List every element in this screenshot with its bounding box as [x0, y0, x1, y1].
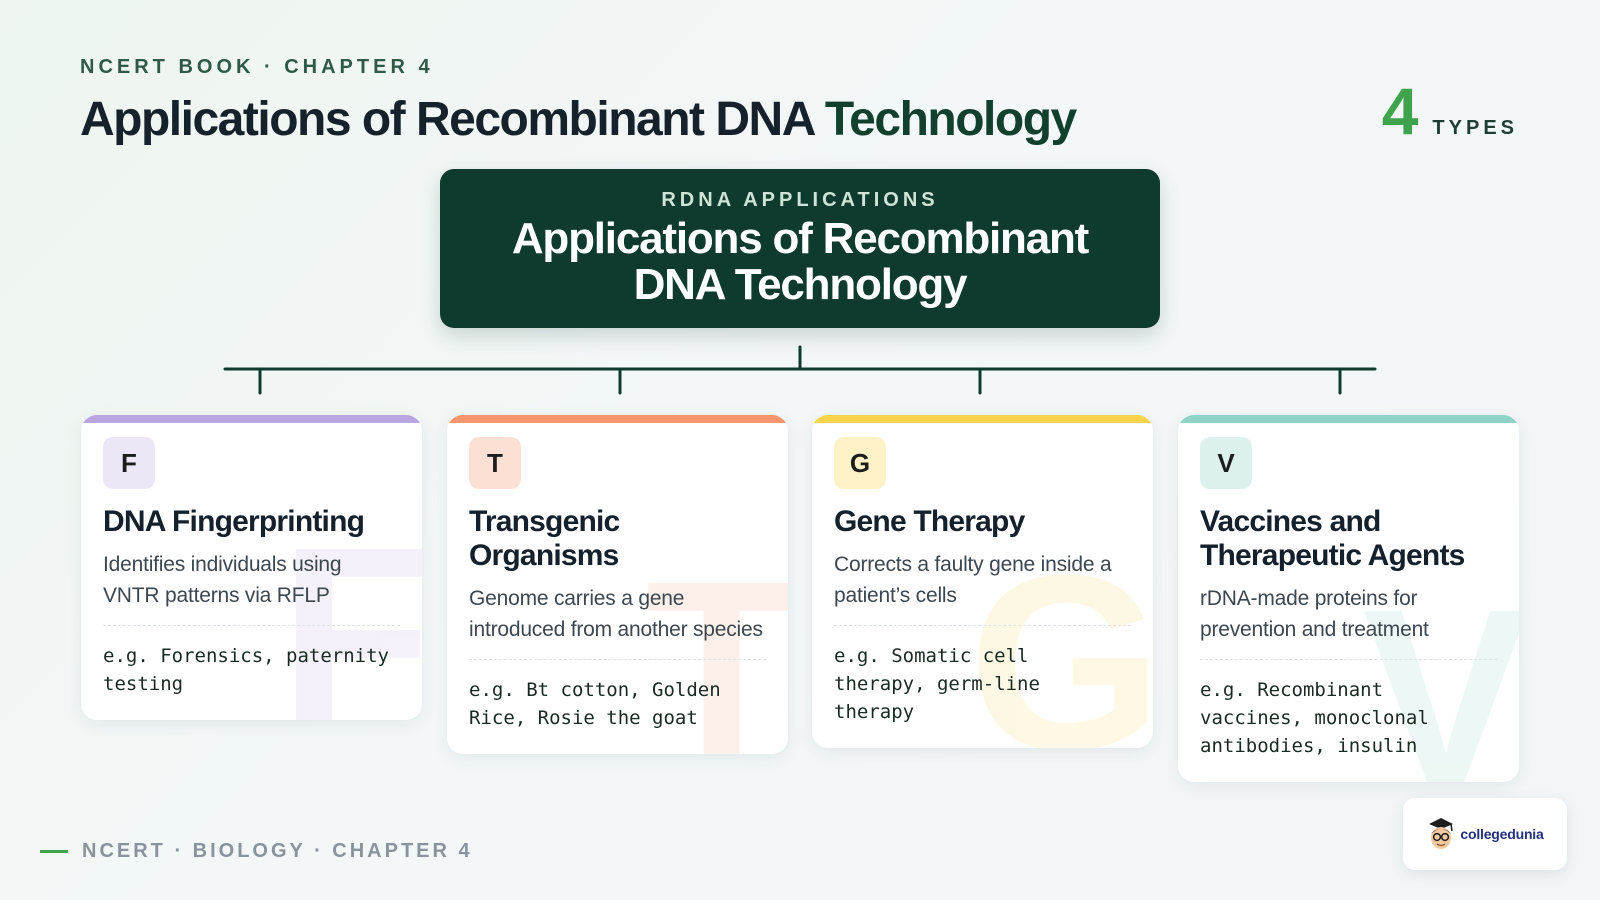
card-description: rDNA-made proteins for prevention and tr…	[1200, 587, 1429, 641]
footer-text: NCERT · BIOLOGY · CHAPTER 4	[82, 840, 473, 862]
card-title: DNA Fingerprinting	[103, 505, 365, 538]
card-accent-bar	[81, 415, 422, 423]
card-title: Vaccines and Therapeutic Agents	[1200, 505, 1465, 572]
card-title: Transgenic Organisms	[469, 505, 620, 572]
card-letter-badge: G	[834, 437, 886, 489]
mascot-icon	[1429, 818, 1454, 849]
type-count-label: TYPES	[1432, 117, 1518, 139]
header-eyebrow: NCERT BOOK · CHAPTER 4	[80, 56, 434, 78]
type-count-number: 4	[1381, 74, 1419, 148]
root-title: Applications of Recombinant DNA Technolo…	[440, 216, 1160, 308]
card-letter-badge: F	[103, 437, 155, 489]
title-accent: Technology	[824, 93, 1077, 146]
logo-text: collegedunia	[1460, 826, 1544, 842]
card-vaccines-therapeutic-agents: V V Vaccines and Therapeutic Agents rDNA…	[1178, 415, 1519, 782]
root-title-line2: DNA Technology	[633, 260, 968, 309]
collegedunia-logo: collegedunia	[1403, 798, 1567, 870]
root-node: RDNA APPLICATIONS Applications of Recomb…	[440, 169, 1160, 328]
card-dna-fingerprinting: F F DNA Fingerprinting Identifies indivi…	[81, 415, 422, 720]
card-letter-badge: V	[1200, 437, 1252, 489]
root-title-line1: Applications of Recombinant	[511, 214, 1089, 263]
card-letter-badge: T	[469, 437, 521, 489]
card-example: e.g. Somatic cell therapy, germ-line the…	[834, 645, 1040, 723]
card-gene-therapy: G G Gene Therapy Corrects a faulty gene …	[812, 415, 1153, 748]
card-description: Genome carries a gene introduced from an…	[469, 587, 763, 641]
card-divider	[1200, 659, 1497, 660]
type-count: 4 TYPES	[1382, 78, 1518, 144]
page-title: Applications of Recombinant DNA Technolo…	[80, 92, 1077, 147]
root-eyebrow: RDNA APPLICATIONS	[661, 189, 939, 211]
card-divider	[103, 625, 400, 626]
card-title: Gene Therapy	[834, 505, 1025, 538]
card-example: e.g. Bt cotton, Golden Rice, Rosie the g…	[469, 679, 721, 729]
card-divider	[834, 625, 1131, 626]
card-accent-bar	[1178, 415, 1519, 423]
footer-accent-line	[40, 850, 68, 853]
title-main: Applications of Recombinant DNA	[80, 93, 815, 146]
card-divider	[469, 659, 766, 660]
card-accent-bar	[812, 415, 1153, 423]
card-description: Corrects a faulty gene inside a patient’…	[834, 553, 1112, 607]
footer: NCERT · BIOLOGY · CHAPTER 4	[40, 840, 473, 863]
card-accent-bar	[447, 415, 788, 423]
card-description: Identifies individuals using VNTR patter…	[103, 553, 342, 607]
card-example: e.g. Forensics, paternity testing	[103, 645, 389, 695]
card-transgenic-organisms: T T Transgenic Organisms Genome carries …	[447, 415, 788, 754]
card-example: e.g. Recombinant vaccines, monoclonal an…	[1200, 679, 1429, 757]
